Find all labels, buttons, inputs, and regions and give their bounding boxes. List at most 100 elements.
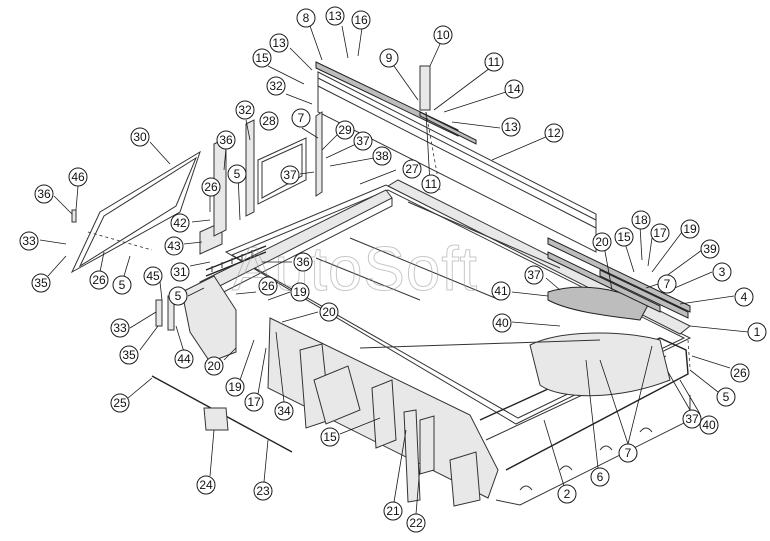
callout-19: 19: [225, 377, 245, 397]
leader-19b: [239, 339, 255, 381]
svg-text:25: 25: [113, 396, 127, 410]
leader-2: [543, 419, 565, 487]
leader-31: [189, 261, 211, 267]
leader-40b: [511, 321, 561, 327]
svg-text:11: 11: [488, 55, 501, 69]
callout-18: 18: [631, 210, 651, 230]
callout-35: 35: [119, 345, 139, 365]
svg-text:24: 24: [199, 478, 213, 492]
leader-33b: [129, 311, 157, 329]
callout-15: 15: [252, 48, 272, 68]
leader-6: [585, 359, 599, 469]
callout-5: 5: [112, 275, 132, 295]
callout-6: 6: [590, 467, 610, 487]
truck-bed-frame: [181, 179, 692, 507]
leader-19a: [267, 291, 291, 301]
callout-20: 20: [204, 356, 224, 376]
bracket-21: [403, 409, 421, 503]
right-strip-middle: [547, 251, 661, 313]
callout-30: 30: [130, 127, 150, 147]
svg-text:37: 37: [356, 134, 370, 148]
leader-16: [357, 27, 363, 57]
callout-42: 42: [170, 213, 190, 233]
svg-text:10: 10: [436, 28, 450, 42]
callout-34: 34: [274, 401, 294, 421]
leader-20b: [223, 347, 237, 361]
callout-19: 19: [290, 282, 310, 302]
callout-36: 36: [34, 184, 54, 204]
callout-33: 33: [19, 231, 39, 251]
leader-36a: [223, 147, 227, 171]
callout-1: 1: [747, 322, 767, 342]
callout-36: 36: [216, 130, 236, 150]
leader-38: [329, 157, 375, 167]
svg-text:14: 14: [507, 82, 521, 96]
svg-text:20: 20: [207, 359, 221, 373]
leader-27: [359, 169, 397, 185]
callout-16: 16: [351, 10, 371, 30]
svg-text:1: 1: [754, 325, 761, 339]
svg-text:33: 33: [113, 321, 127, 335]
callout-35: 35: [31, 273, 51, 293]
leader-34: [275, 331, 285, 403]
svg-text:3: 3: [719, 265, 726, 279]
svg-text:6: 6: [597, 470, 604, 484]
leader-7b-2: [599, 359, 629, 445]
callout-46: 46: [68, 167, 88, 187]
callout-37: 37: [682, 409, 702, 429]
callout-15: 15: [320, 427, 340, 447]
callout-36: 36: [293, 252, 313, 272]
callout-23: 23: [253, 481, 273, 501]
svg-text:12: 12: [547, 126, 561, 140]
svg-text:26: 26: [733, 366, 747, 380]
guide-front: [87, 231, 153, 251]
leader-7a: [301, 127, 319, 139]
leader-20a: [281, 311, 319, 323]
svg-text:20: 20: [595, 235, 609, 249]
leader-1: [689, 325, 749, 333]
callout-29: 29: [335, 120, 355, 140]
right-strip-lower: [599, 269, 689, 319]
right-wedge: [529, 332, 671, 397]
leader-24: [209, 429, 215, 477]
svg-text:2: 2: [564, 487, 571, 501]
post-32: [245, 119, 255, 217]
callout-9: 9: [379, 48, 399, 68]
bed-floor: [224, 184, 692, 425]
svg-text:36: 36: [37, 187, 51, 201]
leader-3: [669, 271, 713, 291]
wedge-cover: [547, 286, 649, 321]
svg-text:36: 36: [296, 255, 310, 269]
callout-26: 26: [89, 270, 109, 290]
callout-27: 27: [402, 159, 422, 179]
leader-11a: [433, 67, 491, 111]
svg-text:38: 38: [375, 149, 389, 163]
leader-36b: [53, 195, 73, 215]
svg-text:17: 17: [653, 226, 667, 240]
leader-19c: [651, 231, 683, 273]
front-board-assembly: [70, 111, 323, 331]
svg-text:37: 37: [283, 168, 297, 182]
svg-text:5: 5: [234, 167, 241, 181]
pin-46: [71, 209, 77, 223]
svg-text:17: 17: [247, 395, 261, 409]
leader-29: [321, 133, 339, 151]
leader-18: [639, 225, 643, 261]
svg-text:11: 11: [425, 177, 438, 191]
leader-5b: [123, 255, 131, 277]
svg-text:30: 30: [133, 130, 147, 144]
callout-39: 39: [700, 239, 720, 259]
leader-14: [443, 91, 507, 113]
svg-text:15: 15: [323, 430, 337, 444]
bracket-22: [419, 415, 435, 475]
leader-15b: [339, 417, 381, 435]
front-crossmember-bottom: [495, 395, 691, 506]
leader-15a: [267, 65, 305, 85]
callout-26: 26: [730, 363, 750, 383]
hinge-strip-short: [419, 111, 477, 145]
svg-text:45: 45: [146, 269, 160, 283]
leader-10: [429, 43, 441, 67]
floor-brace: [359, 339, 601, 349]
hinge-bracket: [313, 365, 361, 425]
svg-text:9: 9: [386, 51, 393, 65]
